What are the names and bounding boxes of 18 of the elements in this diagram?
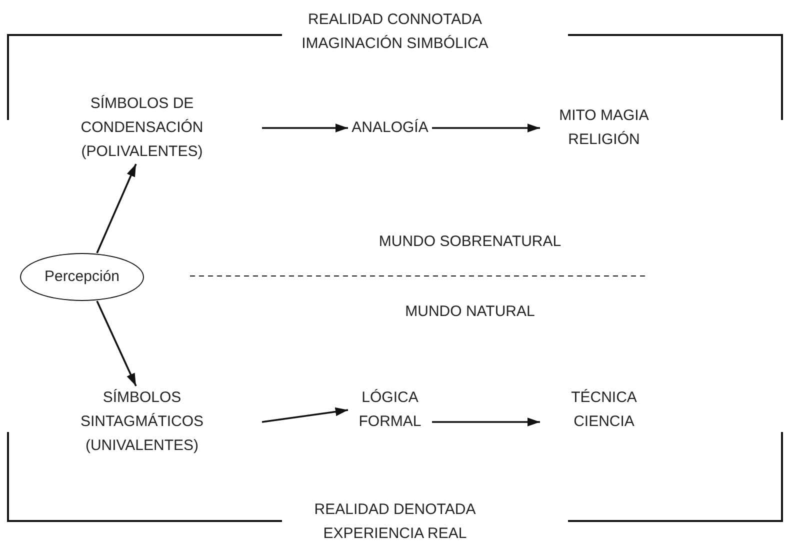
node-text: MITO MAGIA RELIGIÓN <box>558 106 650 150</box>
node-text: SÍMBOLOS SINTAGMÁTICOS (UNIVALENTES) <box>79 388 205 456</box>
arrow <box>432 124 540 132</box>
region-label: MUNDO SOBRENATURAL <box>378 232 562 252</box>
ellipse-node <box>20 253 144 301</box>
arrow <box>96 300 137 386</box>
arrow <box>432 418 540 426</box>
node-text: Percepción <box>44 267 120 287</box>
region-label: REALIDAD DENOTADA EXPERIENCIA REAL <box>313 500 477 544</box>
node-text: ANALOGÍA <box>352 118 428 138</box>
arrow <box>96 164 137 254</box>
node-text: LÓGICA FORMAL <box>358 388 422 432</box>
arrow <box>262 407 348 423</box>
region-label: MUNDO NATURAL <box>404 302 536 322</box>
region-label: REALIDAD CONNOTADA IMAGINACIÓN SIMBÓLICA <box>300 10 490 54</box>
node-text: SÍMBOLOS DE CONDENSACIÓN (POLIVALENTES) <box>80 94 204 162</box>
node-text: TÉCNICA CIENCIA <box>570 388 638 432</box>
arrow <box>262 124 348 132</box>
